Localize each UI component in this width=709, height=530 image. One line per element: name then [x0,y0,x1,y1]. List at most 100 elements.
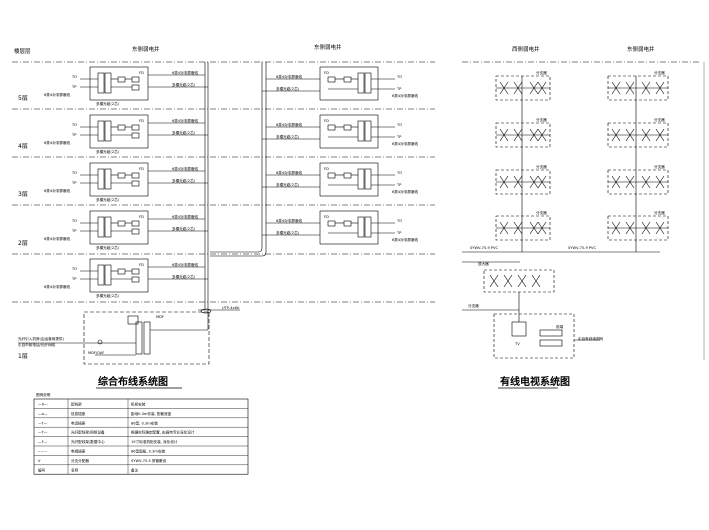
riser-cable-note: 多模光缆(2芯) [276,182,300,187]
right-header-left-shaft: 西侧弱电井 [512,45,540,53]
legend-symbol: —F— [38,440,48,444]
patch-panel-symbol [364,168,372,190]
riser-cable-note: 多模光缆(2芯) [276,86,300,91]
legend-name: 光纤配线架/网络设备 [71,430,105,435]
legend-symbol: —T— [38,421,48,425]
switch-symbol [327,76,336,83]
switch-symbol [131,180,140,187]
tv-head-detail: TV [514,342,520,346]
riser-cable-note: 多模光缆(2芯) [172,130,196,135]
patch-panel-symbol [357,120,365,142]
fd-cabinet-right [319,162,379,197]
patch-panel-symbol [97,120,105,142]
main-rack-symbol [135,321,143,355]
riser-cable-note: 多模光缆(2芯) [276,134,300,139]
legend-symbol: —o— [38,412,48,416]
tv-amp-symbol [489,274,499,288]
riser-cable-note: 多模光缆(2芯) [172,82,196,87]
tv-amp-symbol [531,274,541,288]
trunk-label: UTP-4x6A [222,306,240,310]
outlet-data-label: TO [71,75,77,79]
outlet-data-label: TO [396,219,402,223]
outlet-voice-label: TP [71,277,77,281]
patch-panel-symbol [364,120,372,142]
outlet-data-label: TO [396,123,402,127]
riser-cable-note: 6类4对非屏蔽线 [172,262,199,267]
legend-name: 分支分配器 [71,458,89,463]
legend-name: 配线架 [71,402,82,407]
entrance-node [97,339,103,345]
switch-symbol [131,228,140,235]
switch-symbol [131,276,140,283]
main-rack-label: MDF [156,315,164,319]
tv-headend-equipment [539,329,563,337]
fd-cabinet-right [319,114,379,149]
fd-label: FD [324,215,329,219]
tv-headend-box [493,313,575,359]
riser-cable-note: 多模光缆(2芯) [276,230,300,235]
switch-symbol [131,84,140,91]
outlet-voice-label: TP [71,181,77,185]
switch-symbol [117,268,126,275]
tv-tap-label: 分支器 [468,303,479,308]
switch-symbol [343,220,352,227]
switch-symbol [327,172,336,179]
outlet-cable-note: 6类4对非屏蔽线 [44,140,71,145]
switch-symbol [131,132,140,139]
outlet-data-label: TO [396,171,402,175]
legend-note: 86型面板, 0.3m安装 [131,449,165,454]
tv-amp-symbol [503,274,513,288]
switch-symbol [131,220,140,227]
outlet-cable-note: 6类4对非屏蔽线 [392,141,419,146]
fd-cabinet-left [89,66,149,101]
tv-amp-symbol [517,274,527,288]
outlet-cable-note: 6类4对非屏蔽线 [44,92,71,97]
riser-cable-note: 6类4对非屏蔽线 [276,74,303,79]
patch-panel-symbol [104,216,112,238]
switch-symbol [131,268,140,275]
floor-label: 3层 [18,191,28,198]
outlet-voice-label: TP [396,135,402,139]
legend-symbol: 编号 [38,467,46,472]
tv-tap-note: 分支器 [536,70,547,75]
trunk-sleeve [200,308,212,314]
riser-cable-note: 多模光缆(2芯) [172,226,196,231]
legend-name: 电话插座 [71,420,86,425]
riser-bend [210,247,263,253]
main-distribution-room [83,311,210,365]
patch-panel-symbol [104,264,112,286]
legend-symbol: —X— [38,403,48,407]
riser-cable-note: 6类4对非屏蔽线 [172,118,199,123]
switch-symbol [117,172,126,179]
switch-symbol [117,124,126,131]
note-entrance: 引自市政电话/光纤网络 [18,342,56,347]
patch-panel-symbol [364,216,372,238]
riser-cable-note: 6类4对非屏蔽线 [276,170,303,175]
tv-amp-label: 放大器 [478,261,489,266]
patch-panel-symbol [104,168,112,190]
riser-cable-note: 6类4对非屏蔽线 [276,218,303,223]
fd-cable-note: 多模光缆(2芯) [96,245,120,250]
legend-title: 图例说明 [36,392,51,397]
patch-panel-symbol [97,168,105,190]
outlet-cable-note: 6类4对非屏蔽线 [392,189,419,194]
legend-symbol: —T— [38,431,48,435]
legend-name: 电视插座 [71,449,86,454]
tv-head-label: 前端 [556,324,564,329]
fd-label: FD [139,167,144,171]
outlet-voice-label: TP [71,85,77,89]
fd-label: FD [324,71,329,75]
patch-panel-symbol [104,72,112,94]
fd-label: FD [139,71,144,75]
fd-cable-note: 多模光缆(2芯) [96,101,120,106]
switch-symbol [117,220,126,227]
patch-panel-symbol [97,216,105,238]
dynamic-geometry: 5层4层3层2层FDTOTP6类4对非屏蔽线多模光缆(2芯)6类4对非屏蔽线多模… [12,61,705,475]
tv-trunk-right-label: SYWV-75-9 PVC [568,246,596,250]
main-room-label: MDF/OAF [88,351,104,355]
fd-cable-note: 多模光缆(2芯) [96,293,120,298]
patch-panel-symbol [364,72,372,94]
outlet-cable-note: 6类4对非屏蔽线 [44,284,71,289]
outlet-data-label: TO [71,123,77,127]
